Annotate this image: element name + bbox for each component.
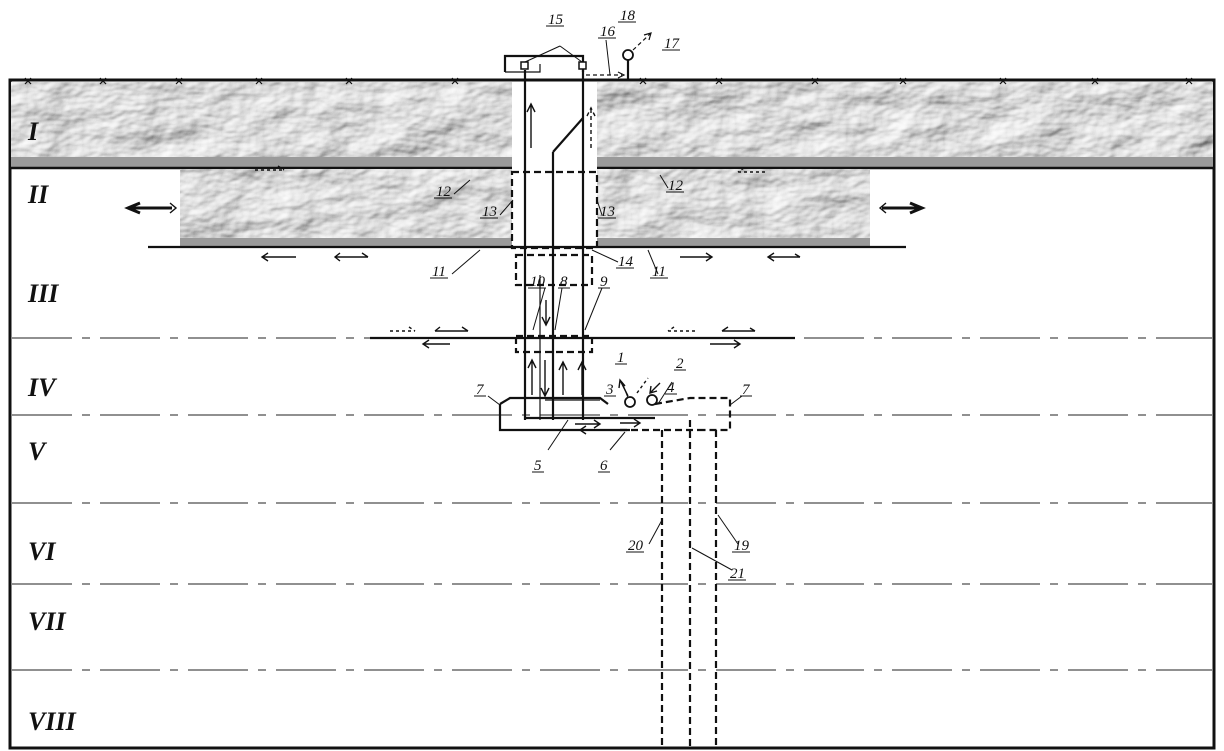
callout-3: 3 — [605, 382, 614, 398]
head-assembly — [503, 32, 652, 80]
callout-12-left: 12 — [436, 184, 452, 200]
layer-label-VII: VII — [28, 607, 66, 636]
layer-label-III: III — [27, 279, 59, 308]
layer-label-V: V — [28, 437, 48, 466]
main-shaft — [523, 70, 585, 420]
surface-marks — [24, 77, 1193, 85]
callout-6: 6 — [600, 458, 608, 474]
callout-15: 15 — [548, 12, 564, 28]
layer-label-VI: VI — [28, 537, 56, 566]
shaft-flow-arrows — [526, 102, 596, 398]
callout-underlines — [430, 21, 752, 581]
section-frame — [8, 78, 1216, 750]
callout-2: 2 — [676, 356, 684, 372]
callout-20: 20 — [628, 538, 644, 554]
callout-16: 16 — [600, 24, 616, 40]
leader-lines — [451, 39, 743, 571]
callout-10: 10 — [530, 274, 546, 290]
callout-7-left: 7 — [476, 382, 485, 398]
layer-label-IV: IV — [27, 373, 58, 402]
callout-13-left: 13 — [482, 204, 497, 220]
callout-18: 18 — [620, 8, 636, 24]
callout-1: 1 — [617, 350, 625, 366]
casing-13 — [510, 170, 599, 250]
layer-label-VIII: VIII — [28, 707, 77, 736]
lateral-arrows — [124, 165, 926, 349]
pit-chamber — [498, 377, 732, 435]
callout-9: 9 — [600, 274, 608, 290]
callout-labels: 1 2 3 4 5 6 7 7 8 9 10 11 11 12 12 13 13… — [432, 8, 751, 582]
callout-11-left: 11 — [432, 264, 446, 280]
casing-10 — [514, 253, 594, 287]
casing-lower — [514, 334, 594, 354]
callout-8: 8 — [560, 274, 568, 290]
callout-4: 4 — [667, 380, 675, 396]
callout-7-right: 7 — [742, 382, 751, 398]
callout-21: 21 — [730, 566, 745, 582]
rock-layer-I-base — [11, 157, 1213, 168]
deep-wells — [660, 420, 718, 748]
callout-11-right: 11 — [652, 264, 666, 280]
callout-19: 19 — [734, 538, 750, 554]
layer-label-I: I — [27, 117, 39, 146]
layer-label-II: II — [27, 180, 49, 209]
callout-5: 5 — [534, 458, 542, 474]
callout-12-right: 12 — [668, 178, 684, 194]
rock-layer-I — [11, 82, 1213, 168]
callout-13-right: 13 — [600, 204, 615, 220]
callout-17: 17 — [664, 36, 681, 52]
callout-14: 14 — [618, 254, 634, 270]
